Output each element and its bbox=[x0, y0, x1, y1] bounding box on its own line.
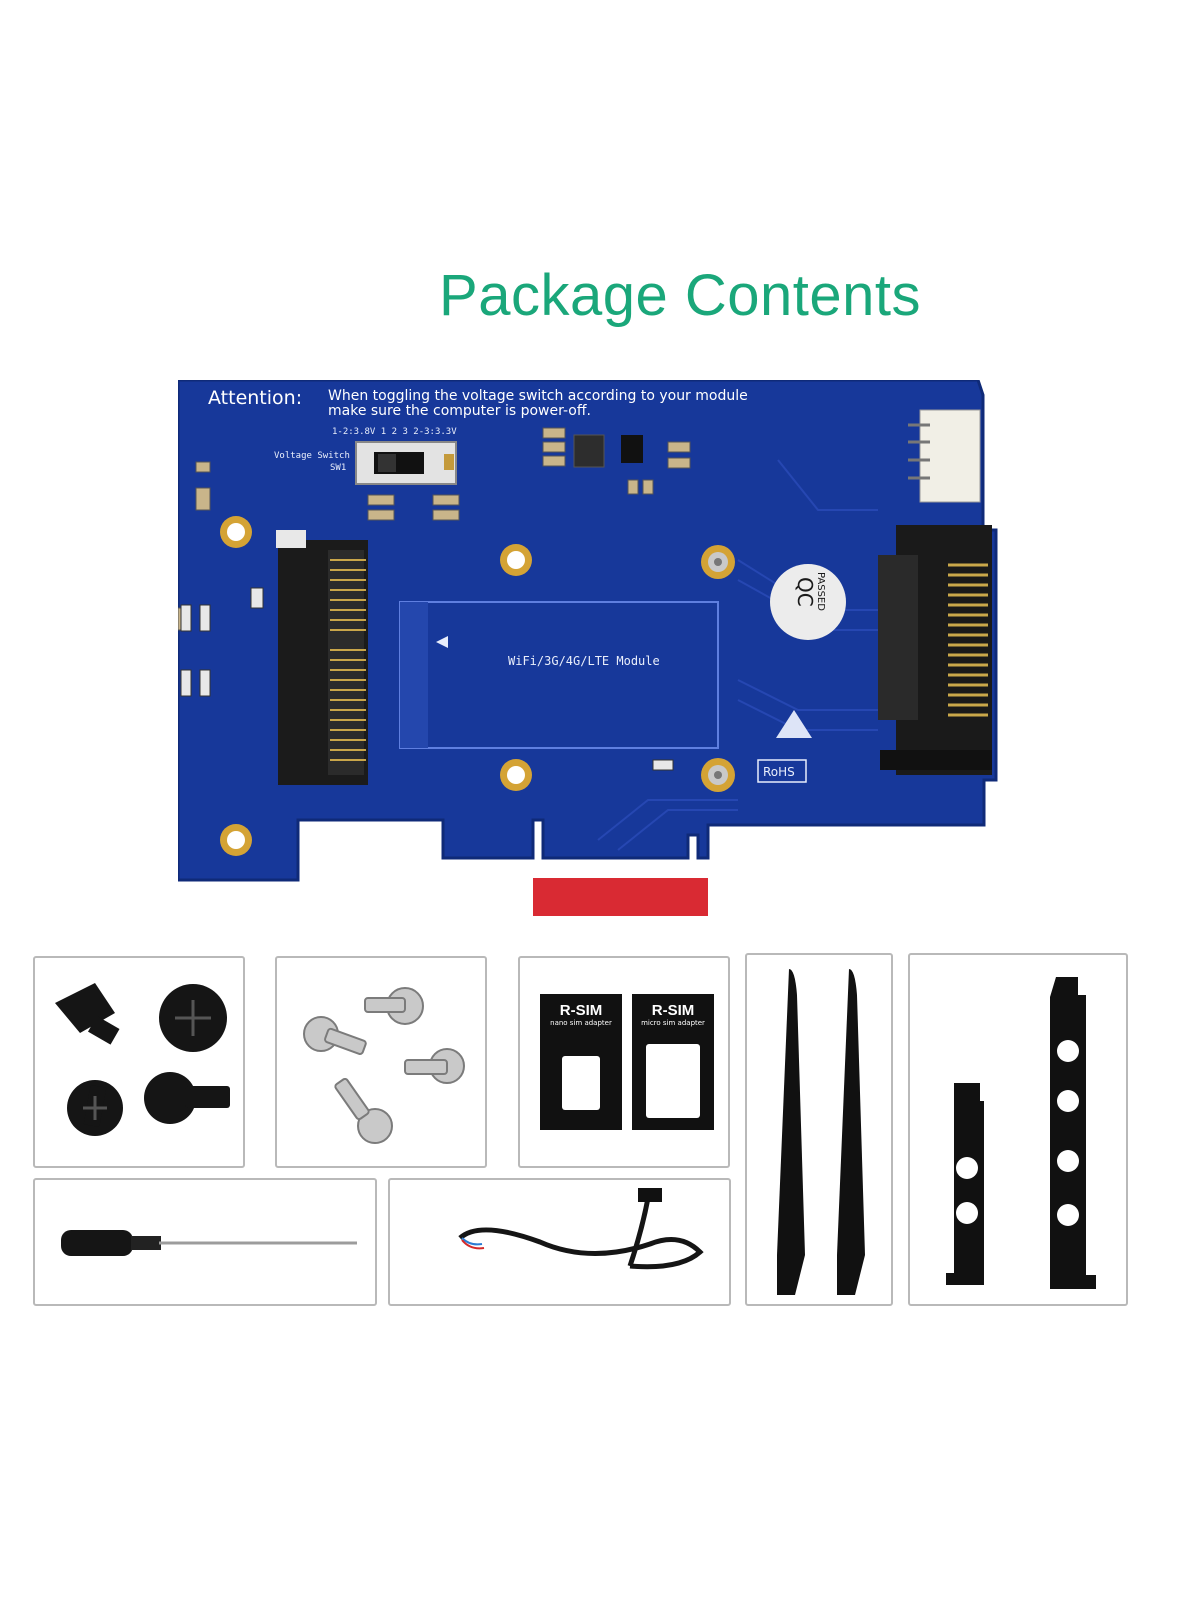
usb-cable-connector bbox=[638, 1188, 662, 1202]
pcie-edge-cap bbox=[533, 878, 708, 916]
brackets-tile bbox=[908, 953, 1128, 1306]
micro-sim-type: micro sim adapter bbox=[641, 1019, 705, 1027]
antenna-1 bbox=[777, 969, 805, 1295]
mini-pcie-adapter-board: Attention: When toggling the voltage swi… bbox=[178, 380, 998, 916]
micro-sim-adapter: R-SIM micro sim adapter bbox=[632, 994, 714, 1130]
silver-screws-tile bbox=[275, 956, 487, 1168]
page-title: Package Contents bbox=[439, 263, 921, 328]
antenna-2 bbox=[837, 969, 865, 1295]
usb-cable-tile bbox=[388, 1178, 731, 1306]
switch-ref-label: SW1 bbox=[330, 463, 346, 473]
low-profile-bracket bbox=[946, 1083, 984, 1285]
attention-line-2: make sure the computer is power-off. bbox=[328, 403, 591, 419]
nano-sim-brand: R-SIM bbox=[559, 1002, 603, 1019]
rohs-label: RoHS bbox=[763, 765, 795, 779]
module-label: WiFi/3G/4G/LTE Module bbox=[508, 654, 660, 668]
mounting-holes bbox=[220, 516, 735, 856]
silver-screw-4 bbox=[357, 1108, 393, 1144]
nano-sim-adapter: R-SIM nano sim adapter bbox=[540, 994, 622, 1130]
black-screws-tile bbox=[33, 956, 245, 1168]
qc-passed-text: PASSED bbox=[815, 572, 826, 611]
sim-adapters-tile: R-SIM nano sim adapter R-SIM micro sim a… bbox=[518, 956, 730, 1168]
voltage-switch-label: Voltage Switch bbox=[274, 451, 350, 461]
mini-pcie-slot bbox=[276, 530, 368, 785]
antennas-tile bbox=[745, 953, 893, 1306]
qc-text: QC bbox=[793, 577, 817, 607]
attention-line-1: When toggling the voltage switch accordi… bbox=[328, 388, 748, 404]
voltage-switch bbox=[355, 441, 457, 485]
sata-connector bbox=[878, 525, 992, 775]
attention-label: Attention: bbox=[208, 387, 302, 409]
micro-sim-brand: R-SIM bbox=[651, 1002, 695, 1019]
usb-cable bbox=[458, 1227, 704, 1270]
switch-scale-label: 1-2:3.8V 1 2 3 2-3:3.3V bbox=[332, 427, 457, 437]
qc-sticker: QC PASSED bbox=[770, 564, 846, 640]
full-height-bracket bbox=[1050, 977, 1096, 1289]
esd-warning-icon bbox=[776, 710, 812, 738]
nano-sim-type: nano sim adapter bbox=[550, 1019, 612, 1027]
usb-header bbox=[908, 409, 981, 503]
screwdriver-handle bbox=[61, 1230, 133, 1256]
black-screw-4 bbox=[144, 1072, 196, 1124]
screwdriver-tile bbox=[33, 1178, 377, 1306]
module-footprint: WiFi/3G/4G/LTE Module bbox=[399, 601, 719, 749]
